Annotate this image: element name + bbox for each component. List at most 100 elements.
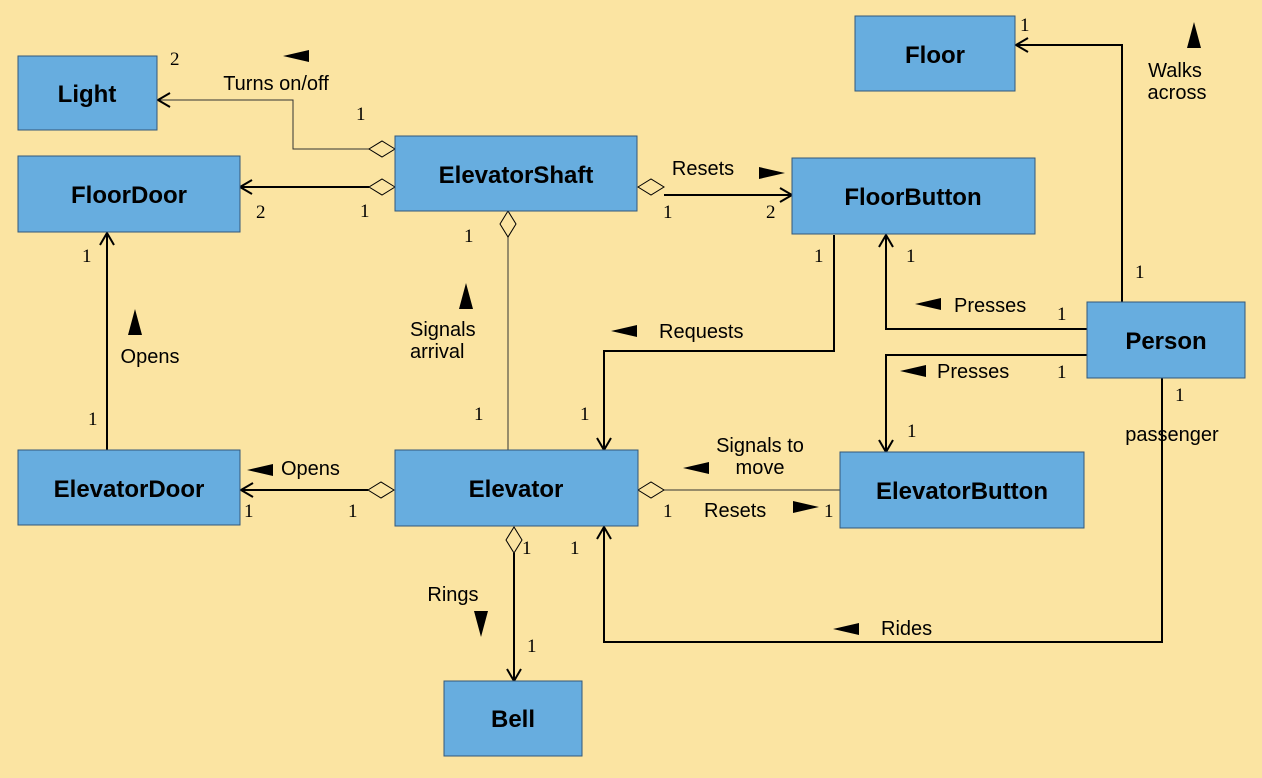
class-floor-box [854, 15, 1016, 92]
label-signals-arrival-line1: Signals [410, 319, 476, 341]
direction-arrow-presses-elevatorbutton [900, 365, 926, 377]
arrowhead-floor [1014, 37, 1029, 53]
mult-elevatorbutton-from-elevator: 1 [824, 501, 834, 522]
class-light[interactable]: Light [17, 55, 158, 131]
class-elevator-button-box [839, 451, 1085, 529]
direction-arrow-signals-to-move [683, 462, 709, 474]
mult-light-side: 2 [170, 49, 180, 70]
direction-arrow-resets-elevatorbutton [793, 501, 819, 513]
mult-elevator-to-bell: 1 [522, 538, 532, 559]
class-bell[interactable]: Bell [443, 680, 583, 757]
arrowhead-elevator-up [596, 525, 612, 540]
aggregation-diamond-elevator-bell [505, 526, 523, 554]
direction-arrow-opens-floordoor [128, 309, 142, 335]
class-elevator-door[interactable]: ElevatorDoor [17, 449, 241, 526]
label-walks-across-line2: across [1148, 82, 1207, 104]
mult-elevatorbutton-from-person: 1 [907, 421, 917, 442]
label-resets-elevatorbutton: Resets [704, 500, 766, 522]
mult-bell-from-elevator: 1 [527, 636, 537, 657]
class-floor-button-box [791, 157, 1036, 235]
mult-floorbutton-from-person: 1 [906, 246, 916, 267]
class-person-box [1086, 301, 1246, 379]
mult-floorbutton-to-elevator: 1 [814, 246, 824, 267]
class-light-box [17, 55, 158, 131]
mult-elevatordoor-to-floordoor: 1 [88, 409, 98, 430]
aggregation-diamond-shaft-elevator [499, 210, 517, 238]
arrowhead-floordoor-up [99, 231, 115, 246]
class-elevator-shaft[interactable]: ElevatorShaft [394, 135, 638, 212]
mult-shaft-to-floorbutton: 1 [663, 202, 673, 223]
direction-arrow-walks-across [1187, 22, 1201, 48]
aggregation-diamond-shaft-light [368, 140, 396, 158]
mult-floordoor-from-elevatordoor: 1 [82, 246, 92, 267]
direction-arrow-rings [474, 611, 488, 637]
direction-arrow-turns-on-off [283, 50, 309, 62]
label-opens-floordoor: Opens [121, 346, 180, 368]
mult-elevator-to-elevatorbutton: 1 [663, 501, 673, 522]
class-floor-button-name: FloorButton [844, 184, 981, 211]
assoc-person-floorbutton [885, 235, 1087, 330]
direction-arrow-resets [759, 167, 785, 179]
assoc-person-elevatorbutton [885, 354, 1087, 452]
class-elevator-button[interactable]: ElevatorButton [839, 451, 1085, 529]
mult-elevator-to-elevatordoor: 1 [348, 501, 358, 522]
mult-person-to-elevatorbutton: 1 [1057, 362, 1067, 383]
class-floor-button[interactable]: FloorButton [791, 157, 1036, 235]
mult-elevator-from-shaft: 1 [474, 404, 484, 425]
aggregation-diamond-elevator-elevatorbutton [637, 481, 665, 499]
class-floor[interactable]: Floor [854, 15, 1016, 92]
mult-elevatordoor-from-elevator: 1 [244, 501, 254, 522]
direction-arrow-rides [833, 623, 859, 635]
arrowhead-floorbutton-up [878, 233, 894, 248]
class-person-name: Person [1125, 328, 1206, 355]
mult-elevator-from-floorbutton: 1 [580, 404, 590, 425]
assoc-person-elevator [603, 378, 1163, 643]
direction-arrow-presses-floorbutton [915, 298, 941, 310]
label-turns-on-off: Turns on/off [223, 73, 329, 95]
mult-shaft-to-elevator: 1 [464, 226, 474, 247]
direction-arrow-signals-arrival [459, 283, 473, 309]
class-floor-door-name: FloorDoor [71, 182, 187, 209]
mult-person-to-floorbutton: 1 [1057, 304, 1067, 325]
class-bell-box [443, 680, 583, 757]
label-opens-elevatordoor: Opens [281, 458, 340, 480]
assoc-floorbutton-elevator [603, 235, 835, 450]
label-signals-to-move-line2: move [736, 457, 785, 479]
label-signals-arrival-line2: arrival [410, 341, 464, 363]
arrowhead-light [156, 92, 171, 108]
class-elevator-shaft-name: ElevatorShaft [439, 162, 594, 189]
mult-person-to-floor: 1 [1135, 262, 1145, 283]
class-elevator-button-name: ElevatorButton [876, 478, 1048, 505]
aggregation-diamond-shaft-floorbutton [637, 178, 665, 196]
label-resets-floorbutton: Resets [672, 158, 734, 180]
direction-arrow-requests [611, 325, 637, 337]
label-rides: Rides [881, 618, 932, 640]
class-light-name: Light [58, 81, 117, 108]
label-requests: Requests [659, 321, 744, 343]
class-elevator[interactable]: Elevator [394, 449, 639, 527]
label-signals-to-move-line1: Signals to [716, 435, 804, 457]
class-elevator-name: Elevator [469, 476, 564, 503]
class-person[interactable]: Person [1086, 301, 1246, 379]
assoc-shaft-light [158, 99, 370, 150]
mult-shaft-to-floordoor: 1 [360, 201, 370, 222]
mult-floor-from-person: 1 [1020, 15, 1030, 36]
label-presses-elevatorbutton: Presses [937, 361, 1009, 383]
class-floor-door[interactable]: FloorDoor [17, 155, 241, 233]
mult-person-to-elevator: 1 [1175, 385, 1185, 406]
mult-shaft-to-light: 1 [356, 104, 366, 125]
class-floor-name: Floor [905, 42, 965, 69]
label-presses-floorbutton: Presses [954, 295, 1026, 317]
class-elevator-box [394, 449, 639, 527]
aggregation-diamond-elevator-elevatordoor [367, 481, 395, 499]
label-role-passenger: passenger [1125, 424, 1219, 446]
class-floor-door-box [17, 155, 241, 233]
class-elevator-door-box [17, 449, 241, 526]
assoc-person-floor [1016, 44, 1123, 302]
aggregation-diamond-shaft-floordoor [368, 178, 396, 196]
mult-floorbutton-from-shaft: 2 [766, 202, 776, 223]
direction-arrow-opens-elevatordoor [247, 464, 273, 476]
label-walks-across-line1: Walks [1148, 60, 1202, 82]
